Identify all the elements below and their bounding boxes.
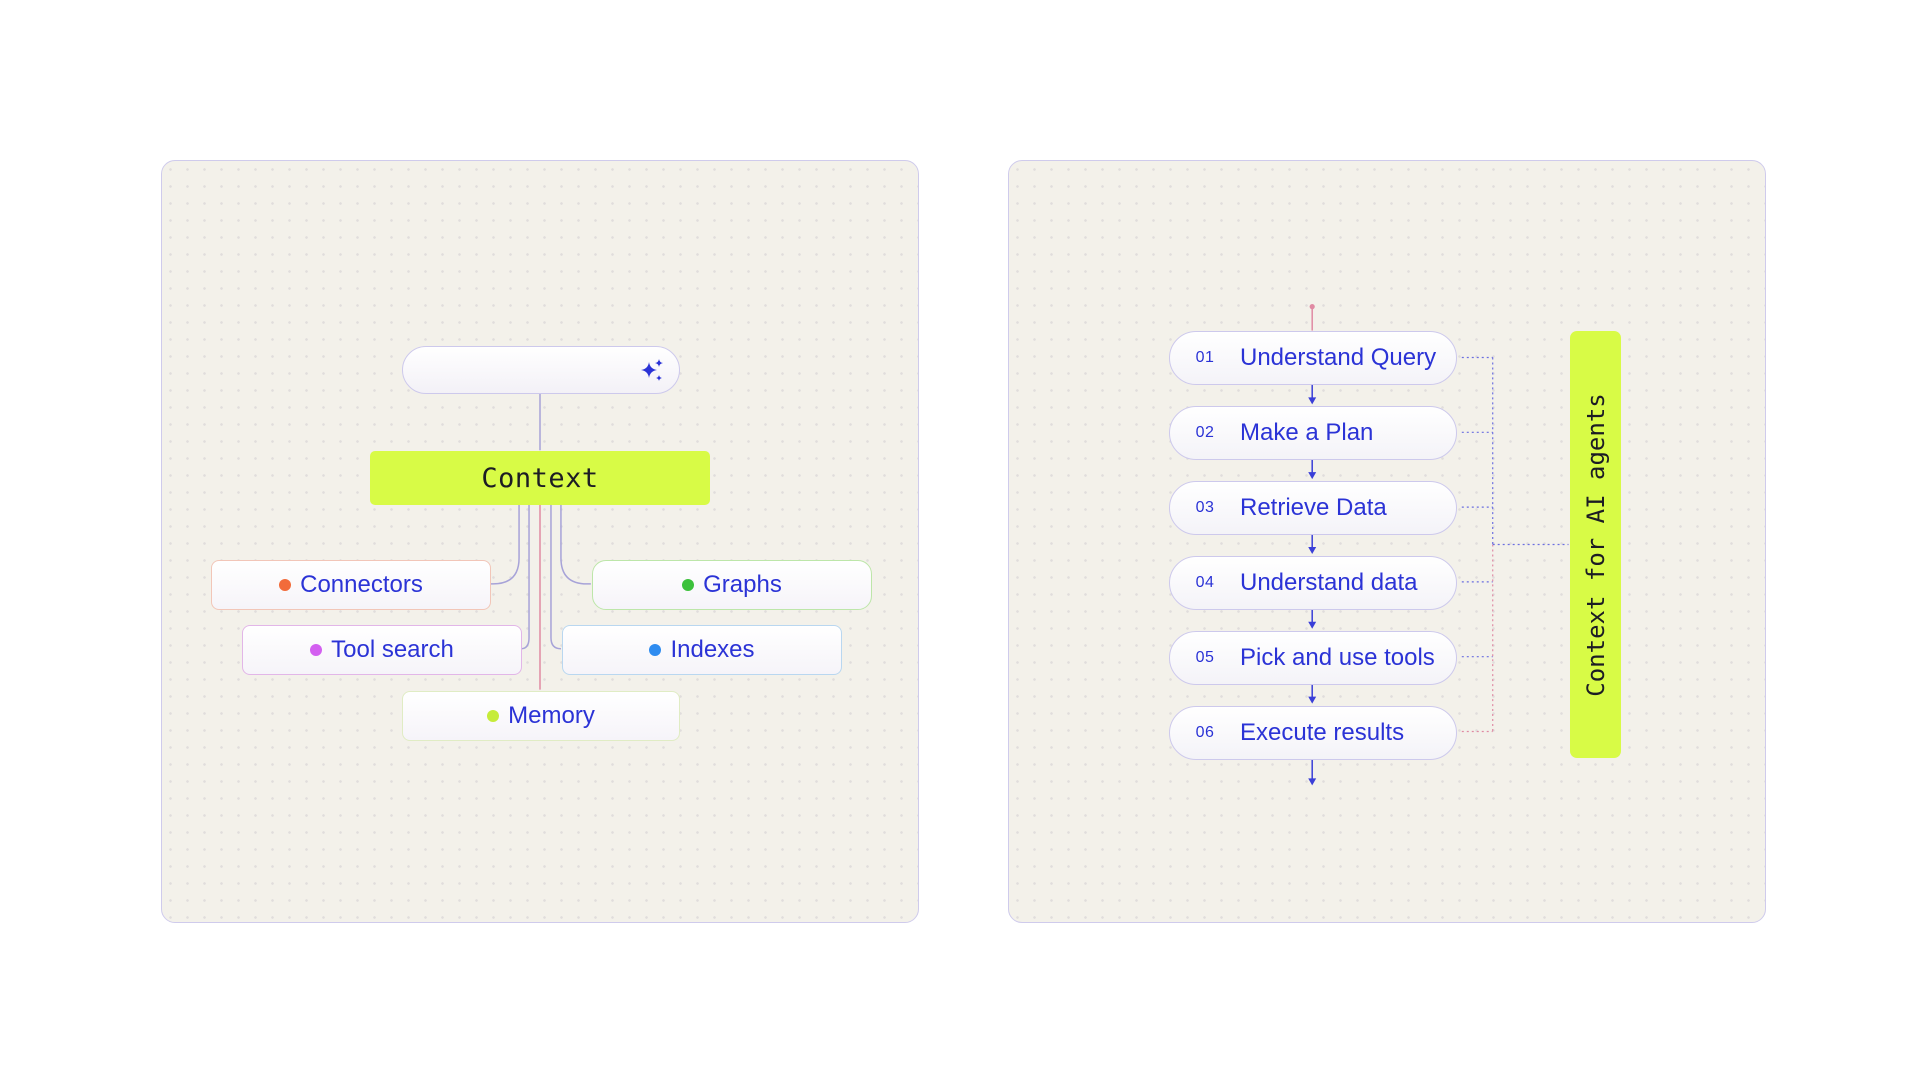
node-label: Memory (508, 702, 595, 729)
connector-lines (490, 393, 591, 690)
flow-start-dot (1309, 304, 1315, 310)
arrow-down-icon (1308, 546, 1317, 554)
node-label: Indexes (670, 636, 755, 663)
side-label-text: Context for AI agents (1581, 392, 1610, 697)
step-label: Understand Query (1240, 344, 1437, 371)
step-number: 03 (1195, 499, 1215, 516)
step-number: 01 (1195, 349, 1215, 366)
flow-lines (1308, 304, 1569, 786)
step-number: 05 (1195, 649, 1215, 666)
step-understand-data: 04 Understand data (1169, 556, 1457, 610)
status-dot (279, 579, 292, 591)
node-graphs: Graphs (592, 560, 872, 610)
agent-steps-panel: 01 Understand Query 02 Make a Plan 03 Re… (1008, 160, 1766, 923)
step-retrieve-data: 03 Retrieve Data (1169, 481, 1457, 535)
arrow-down-icon (1308, 397, 1317, 405)
context-for-ai-agents-label: Context for AI agents (1570, 331, 1621, 758)
prompt-input[interactable] (402, 346, 680, 394)
step-number: 02 (1195, 424, 1215, 441)
arrow-down-icon (1308, 696, 1317, 704)
node-label: Graphs (703, 571, 782, 598)
step-execute-results: 06 Execute results (1169, 706, 1457, 760)
node-memory: Memory (402, 691, 680, 741)
status-dot (487, 710, 500, 722)
arrow-down-icon (1308, 621, 1317, 629)
step-label: Retrieve Data (1240, 494, 1387, 521)
node-indexes: Indexes (562, 625, 842, 675)
arrow-down-icon (1308, 778, 1317, 786)
status-dot (310, 644, 323, 656)
step-number: 04 (1195, 574, 1215, 591)
arrow-down-icon (1308, 472, 1317, 480)
status-dot (682, 579, 695, 591)
status-dot (649, 644, 662, 656)
step-label: Pick and use tools (1240, 644, 1435, 671)
sparkle-icon (641, 359, 663, 381)
step-make-a-plan: 02 Make a Plan (1169, 406, 1457, 460)
step-pick-and-use-tools: 05 Pick and use tools (1169, 631, 1457, 685)
step-label: Execute results (1240, 719, 1405, 746)
step-label: Make a Plan (1240, 419, 1374, 446)
step-label: Understand data (1240, 569, 1418, 596)
node-tool-search: Tool search (242, 625, 522, 675)
node-connectors: Connectors (211, 560, 491, 610)
step-understand-query: 01 Understand Query (1169, 331, 1457, 385)
context-label: Context (370, 451, 710, 505)
step-number: 06 (1195, 724, 1215, 741)
context-diagram-panel: Context Connectors Graphs Tool search In… (161, 160, 919, 923)
node-label: Tool search (331, 636, 454, 663)
node-label: Connectors (300, 571, 423, 598)
